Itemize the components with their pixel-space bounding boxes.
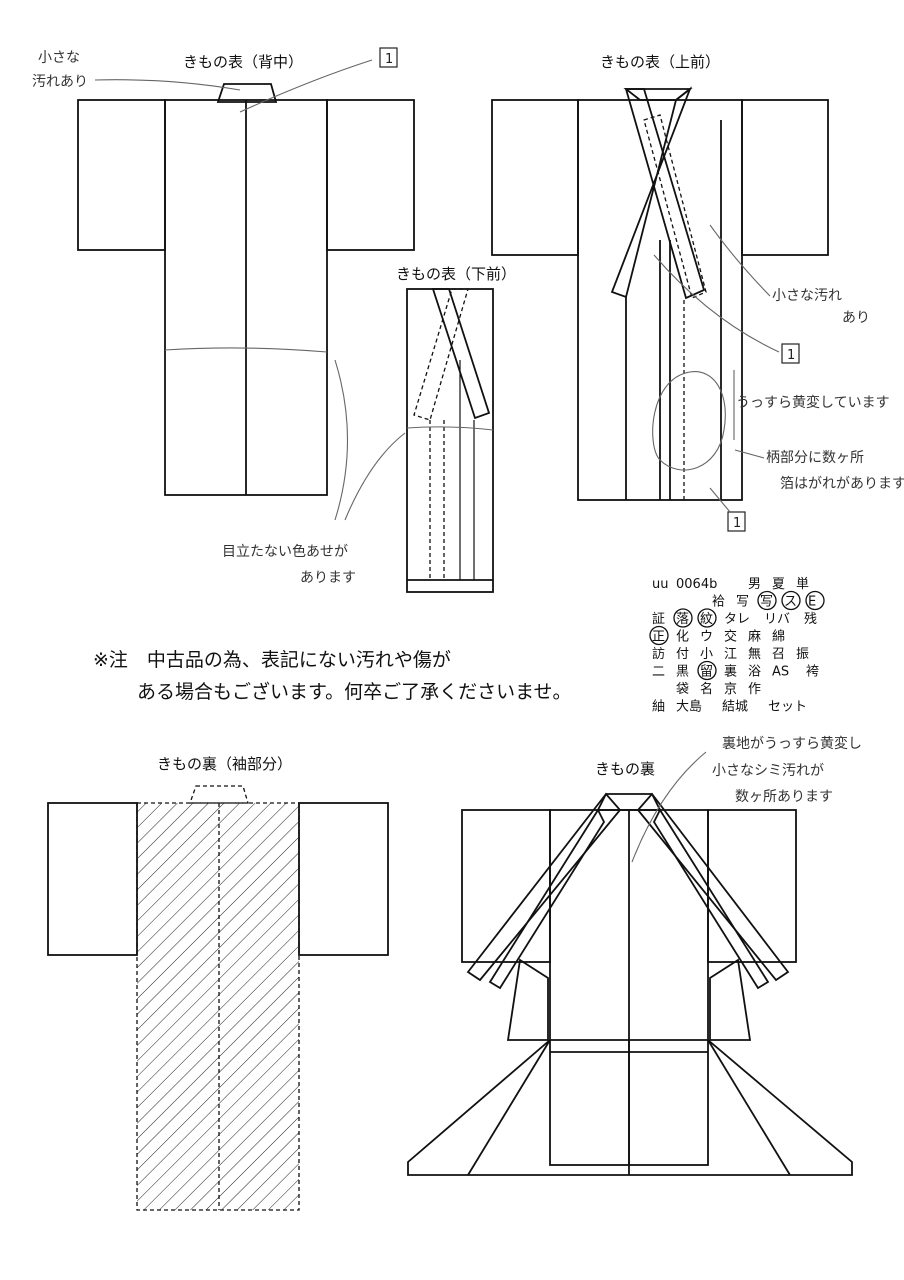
code-number: 0064b (676, 577, 717, 592)
circled-mark (697, 660, 717, 681)
title-front-back: きもの表（背中） (183, 53, 303, 71)
code-cell: 綿 (772, 630, 785, 645)
svg-text:1: 1 (733, 516, 741, 531)
code-cell: 証 (652, 612, 665, 627)
code-cell: 江 (724, 647, 737, 662)
svg-text:1: 1 (787, 348, 795, 363)
circled-mark (697, 608, 717, 628)
code-cell: 名 (700, 681, 713, 697)
code-cell: AS (772, 665, 789, 680)
code-cell: 振 (796, 647, 809, 662)
circled-mark (781, 590, 801, 611)
code-cell: 紬 (652, 700, 665, 715)
annotation-pattern-foil-l1: 柄部分に数ヶ所 (766, 450, 864, 466)
code-cell: 紋 (700, 612, 713, 627)
annotation-lining-l3: 数ヶ所あります (735, 789, 833, 805)
code-cell: 召 (772, 647, 785, 662)
annotation-faint-yellow: うっすら黄変しています (736, 394, 890, 411)
disclaimer-line1: ※注 中古品の為、表記にない汚れや傷が (93, 649, 451, 671)
code-cell: セット (768, 700, 807, 715)
title-lining-sleeve: きもの裏（袖部分） (157, 755, 292, 773)
code-cell: 正 (652, 630, 665, 645)
title-front-upper: きもの表（上前） (600, 53, 720, 71)
annotation-fading-l1: 目立たない色あせが (222, 543, 348, 560)
code-cell: 化 (676, 630, 689, 645)
code-cell: リバ (764, 612, 790, 627)
circled-mark (649, 625, 669, 646)
annotation-right-small-stain-l2: あり (842, 310, 870, 326)
circled-mark (805, 590, 825, 611)
code-cell: 訪 (652, 646, 665, 662)
kimono-lining-figure: きもの裏 裏地がうっすら黄変し 小さなシミ汚れが 数ヶ所あります (407, 735, 862, 1176)
disclaimer: ※注 中古品の為、表記にない汚れや傷が ある場合もございます。何卒ご了承ください… (93, 649, 572, 703)
code-cell: タレ (724, 612, 750, 627)
code-cell: 麻 (748, 630, 761, 645)
annotation-small-stain-l2: 汚れあり (32, 74, 88, 90)
code-cell: 単 (796, 576, 809, 592)
code-cell: 夏 (772, 577, 785, 592)
annotation-lining-l2: 小さなシミ汚れが (712, 763, 824, 779)
code-cell: 残 (804, 612, 817, 627)
kimono-lower-front-figure: きもの表（下前） (396, 265, 516, 593)
title-front-lower: きもの表（下前） (396, 265, 516, 283)
marker-box-1 (727, 511, 746, 532)
code-cell: 作 (748, 682, 761, 697)
code-cell: 浴 (748, 665, 761, 680)
code-cell: 大島 (676, 700, 702, 715)
annotation-fading-l2: あります (300, 570, 356, 586)
kimono-back-figure: きもの表（背中） 小さな 汚れあり 1 (32, 47, 415, 496)
code-cell: 写 (760, 595, 773, 610)
code-cell: 結城 (722, 700, 748, 715)
title-lining: きもの裏 (595, 760, 655, 778)
code-cell: 京 (724, 682, 737, 697)
code-cell: 交 (724, 629, 737, 645)
annotation-right-small-stain-l1: 小さな汚れ (772, 288, 842, 304)
code-cell: 無 (748, 647, 761, 662)
annotation-pattern-foil-l2: 箔はがれがあります (780, 476, 904, 492)
code-cell: 男 (748, 577, 761, 592)
marker-box-1 (781, 343, 800, 364)
code-cell: 袷 (712, 595, 725, 610)
code-cell: 小 (700, 647, 713, 662)
fading-annotation: 目立たない色あせが あります (222, 359, 406, 586)
circled-mark (757, 590, 777, 611)
marker-box-1 (379, 47, 398, 68)
code-cell: ウ (700, 630, 713, 645)
annotation-lining-l1: 裏地がうっすら黄変し (722, 735, 862, 752)
annotation-small-stain-l1: 小さな (38, 50, 80, 66)
disclaimer-line2: ある場合もございます。何卒ご了承くださいませ。 (137, 680, 572, 703)
circled-mark (673, 608, 693, 628)
kimono-upper-front-figure: きもの表（上前） 小さな汚れ あり 1 うっすら黄変しています 柄部分に数ヶ所 … (491, 53, 904, 532)
code-cell: 袋 (676, 682, 689, 697)
code-cell: ス (784, 595, 797, 610)
code-cell: 黒 (676, 665, 689, 680)
code-cell: 裏 (724, 665, 737, 680)
code-cell: 付 (676, 647, 689, 662)
svg-text:1: 1 (385, 52, 393, 67)
kimono-lining-sleeve-figure: きもの裏（袖部分） (47, 755, 389, 1211)
code-cell: 二 (652, 665, 665, 680)
code-cell: 写 (736, 595, 749, 610)
code-cell: 袴 (806, 665, 819, 680)
code-id: uu (652, 577, 668, 592)
code-cell: E (808, 595, 816, 610)
code-cell: 留 (700, 665, 713, 680)
code-cell: 落 (676, 612, 689, 627)
